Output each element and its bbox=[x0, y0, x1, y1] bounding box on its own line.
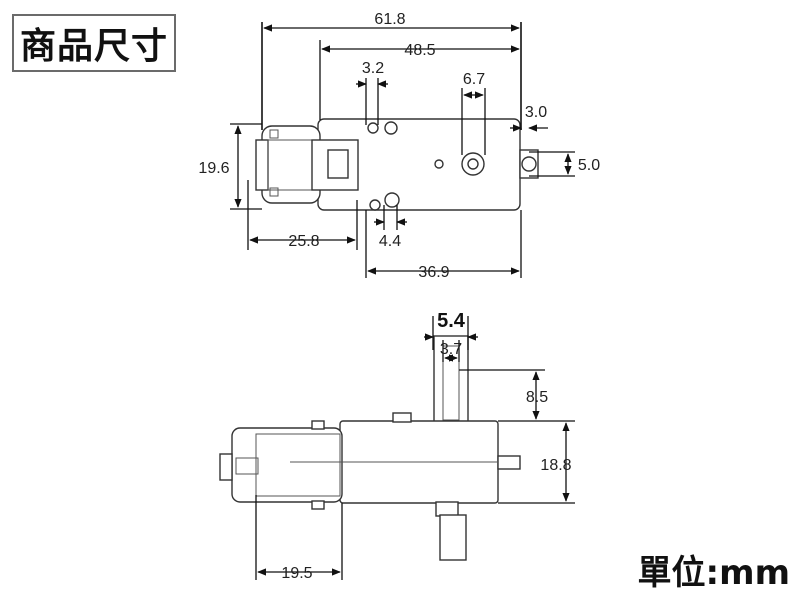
unit-label: 單位:mm bbox=[637, 553, 790, 593]
label-shaft-offset: 3.0 bbox=[525, 104, 547, 121]
label-shaft-outer: 5.4 bbox=[437, 310, 466, 332]
label-post-diameter: 4.4 bbox=[379, 233, 401, 250]
label-hole-diameter: 3.2 bbox=[362, 60, 384, 77]
label-overall-length: 61.8 bbox=[374, 11, 405, 28]
lower-shaft bbox=[439, 514, 467, 561]
label-shaft-width: 6.7 bbox=[463, 71, 485, 88]
label-shaft-protrusion: 8.5 bbox=[526, 389, 548, 406]
label-motor-length: 25.8 bbox=[288, 233, 319, 250]
motor-side-body bbox=[231, 427, 343, 503]
label-shaft-height: 5.0 bbox=[578, 157, 600, 174]
label-gearbox-length: 48.5 bbox=[404, 42, 435, 59]
label-gearbox-body: 36.9 bbox=[418, 264, 449, 281]
label-height: 19.6 bbox=[198, 160, 229, 177]
side-view: 5.4 3.7 8.5 18.8 19.5 bbox=[219, 310, 575, 582]
label-motor-section: 19.5 bbox=[281, 565, 312, 582]
top-view: 61.8 48.5 3.2 6.7 3.0 19.6 5.0 25.8 4.4 … bbox=[198, 11, 600, 281]
page-title: 商品尺寸 bbox=[12, 14, 176, 72]
label-shaft-inner: 3.7 bbox=[440, 341, 462, 358]
label-body-height: 18.8 bbox=[540, 457, 571, 474]
